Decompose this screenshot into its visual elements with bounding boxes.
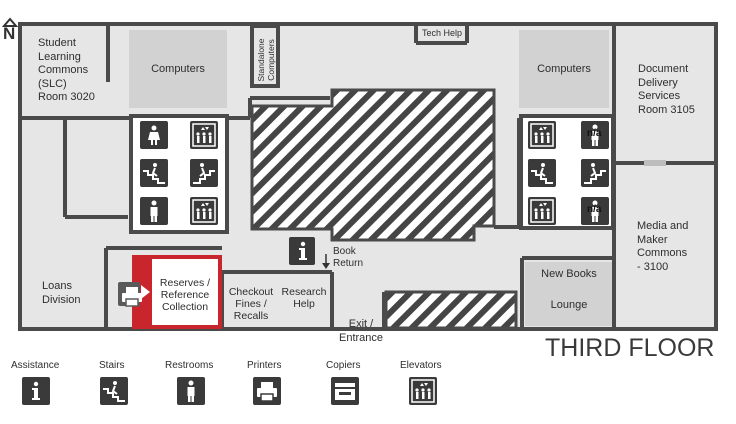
info-icon bbox=[289, 237, 315, 265]
atrium-small bbox=[384, 290, 518, 330]
computers-left-label: Computers bbox=[151, 63, 205, 75]
legend-elevators-icon bbox=[409, 377, 437, 405]
elevator-icon bbox=[190, 121, 218, 149]
tech-help-label: Tech Help bbox=[421, 28, 463, 38]
elevator-icon bbox=[528, 197, 556, 225]
north-arrow bbox=[1, 17, 19, 27]
north-label: N bbox=[3, 24, 16, 43]
legend-assistance-label: Assistance bbox=[11, 360, 60, 371]
legend-assistance-icon bbox=[22, 377, 50, 405]
computers-right-label: Computers bbox=[537, 63, 591, 75]
restroom-unavailable-icon bbox=[581, 197, 609, 225]
elevator-icon bbox=[528, 121, 556, 149]
na-label: n/a bbox=[587, 128, 602, 139]
exit-entrance-label: Exit /Entrance bbox=[338, 318, 384, 344]
legend-printers-icon bbox=[253, 377, 281, 405]
legend-restrooms-icon bbox=[177, 377, 205, 405]
lounge-label: Lounge bbox=[550, 299, 588, 311]
restroom-woman-icon bbox=[140, 121, 168, 149]
new-books-label: New Books bbox=[541, 268, 597, 280]
reserves-arrow bbox=[141, 285, 150, 299]
elevator-icon bbox=[190, 197, 218, 225]
floor-title: THIRD FLOOR bbox=[545, 334, 715, 362]
new-books-area bbox=[525, 262, 613, 326]
standalone-enclosure bbox=[250, 24, 280, 88]
restroom-man-icon bbox=[140, 197, 168, 225]
legend-copiers-label: Copiers bbox=[326, 360, 361, 371]
legend-copiers-icon bbox=[331, 377, 359, 405]
stairs-up-icon bbox=[581, 159, 609, 187]
stairs-up-icon bbox=[190, 159, 218, 187]
book-return-arrow-head bbox=[322, 263, 330, 269]
computers-left-area bbox=[129, 30, 227, 108]
stairs-down-icon bbox=[528, 159, 556, 187]
restroom-unavailable-icon bbox=[581, 121, 609, 149]
na-label: n/a bbox=[587, 204, 602, 215]
atrium-central bbox=[250, 88, 496, 242]
computers-right-area bbox=[519, 30, 609, 108]
legend-elevators-label: Elevators bbox=[400, 360, 442, 371]
legend-restrooms-label: Restrooms bbox=[165, 360, 214, 371]
printer-icon bbox=[118, 282, 142, 307]
stairs-down-icon bbox=[140, 159, 168, 187]
legend-stairs-label: Stairs bbox=[99, 360, 125, 371]
legend-printers-label: Printers bbox=[247, 360, 282, 371]
legend-stairs-icon bbox=[100, 377, 128, 405]
door-gap bbox=[644, 160, 666, 166]
